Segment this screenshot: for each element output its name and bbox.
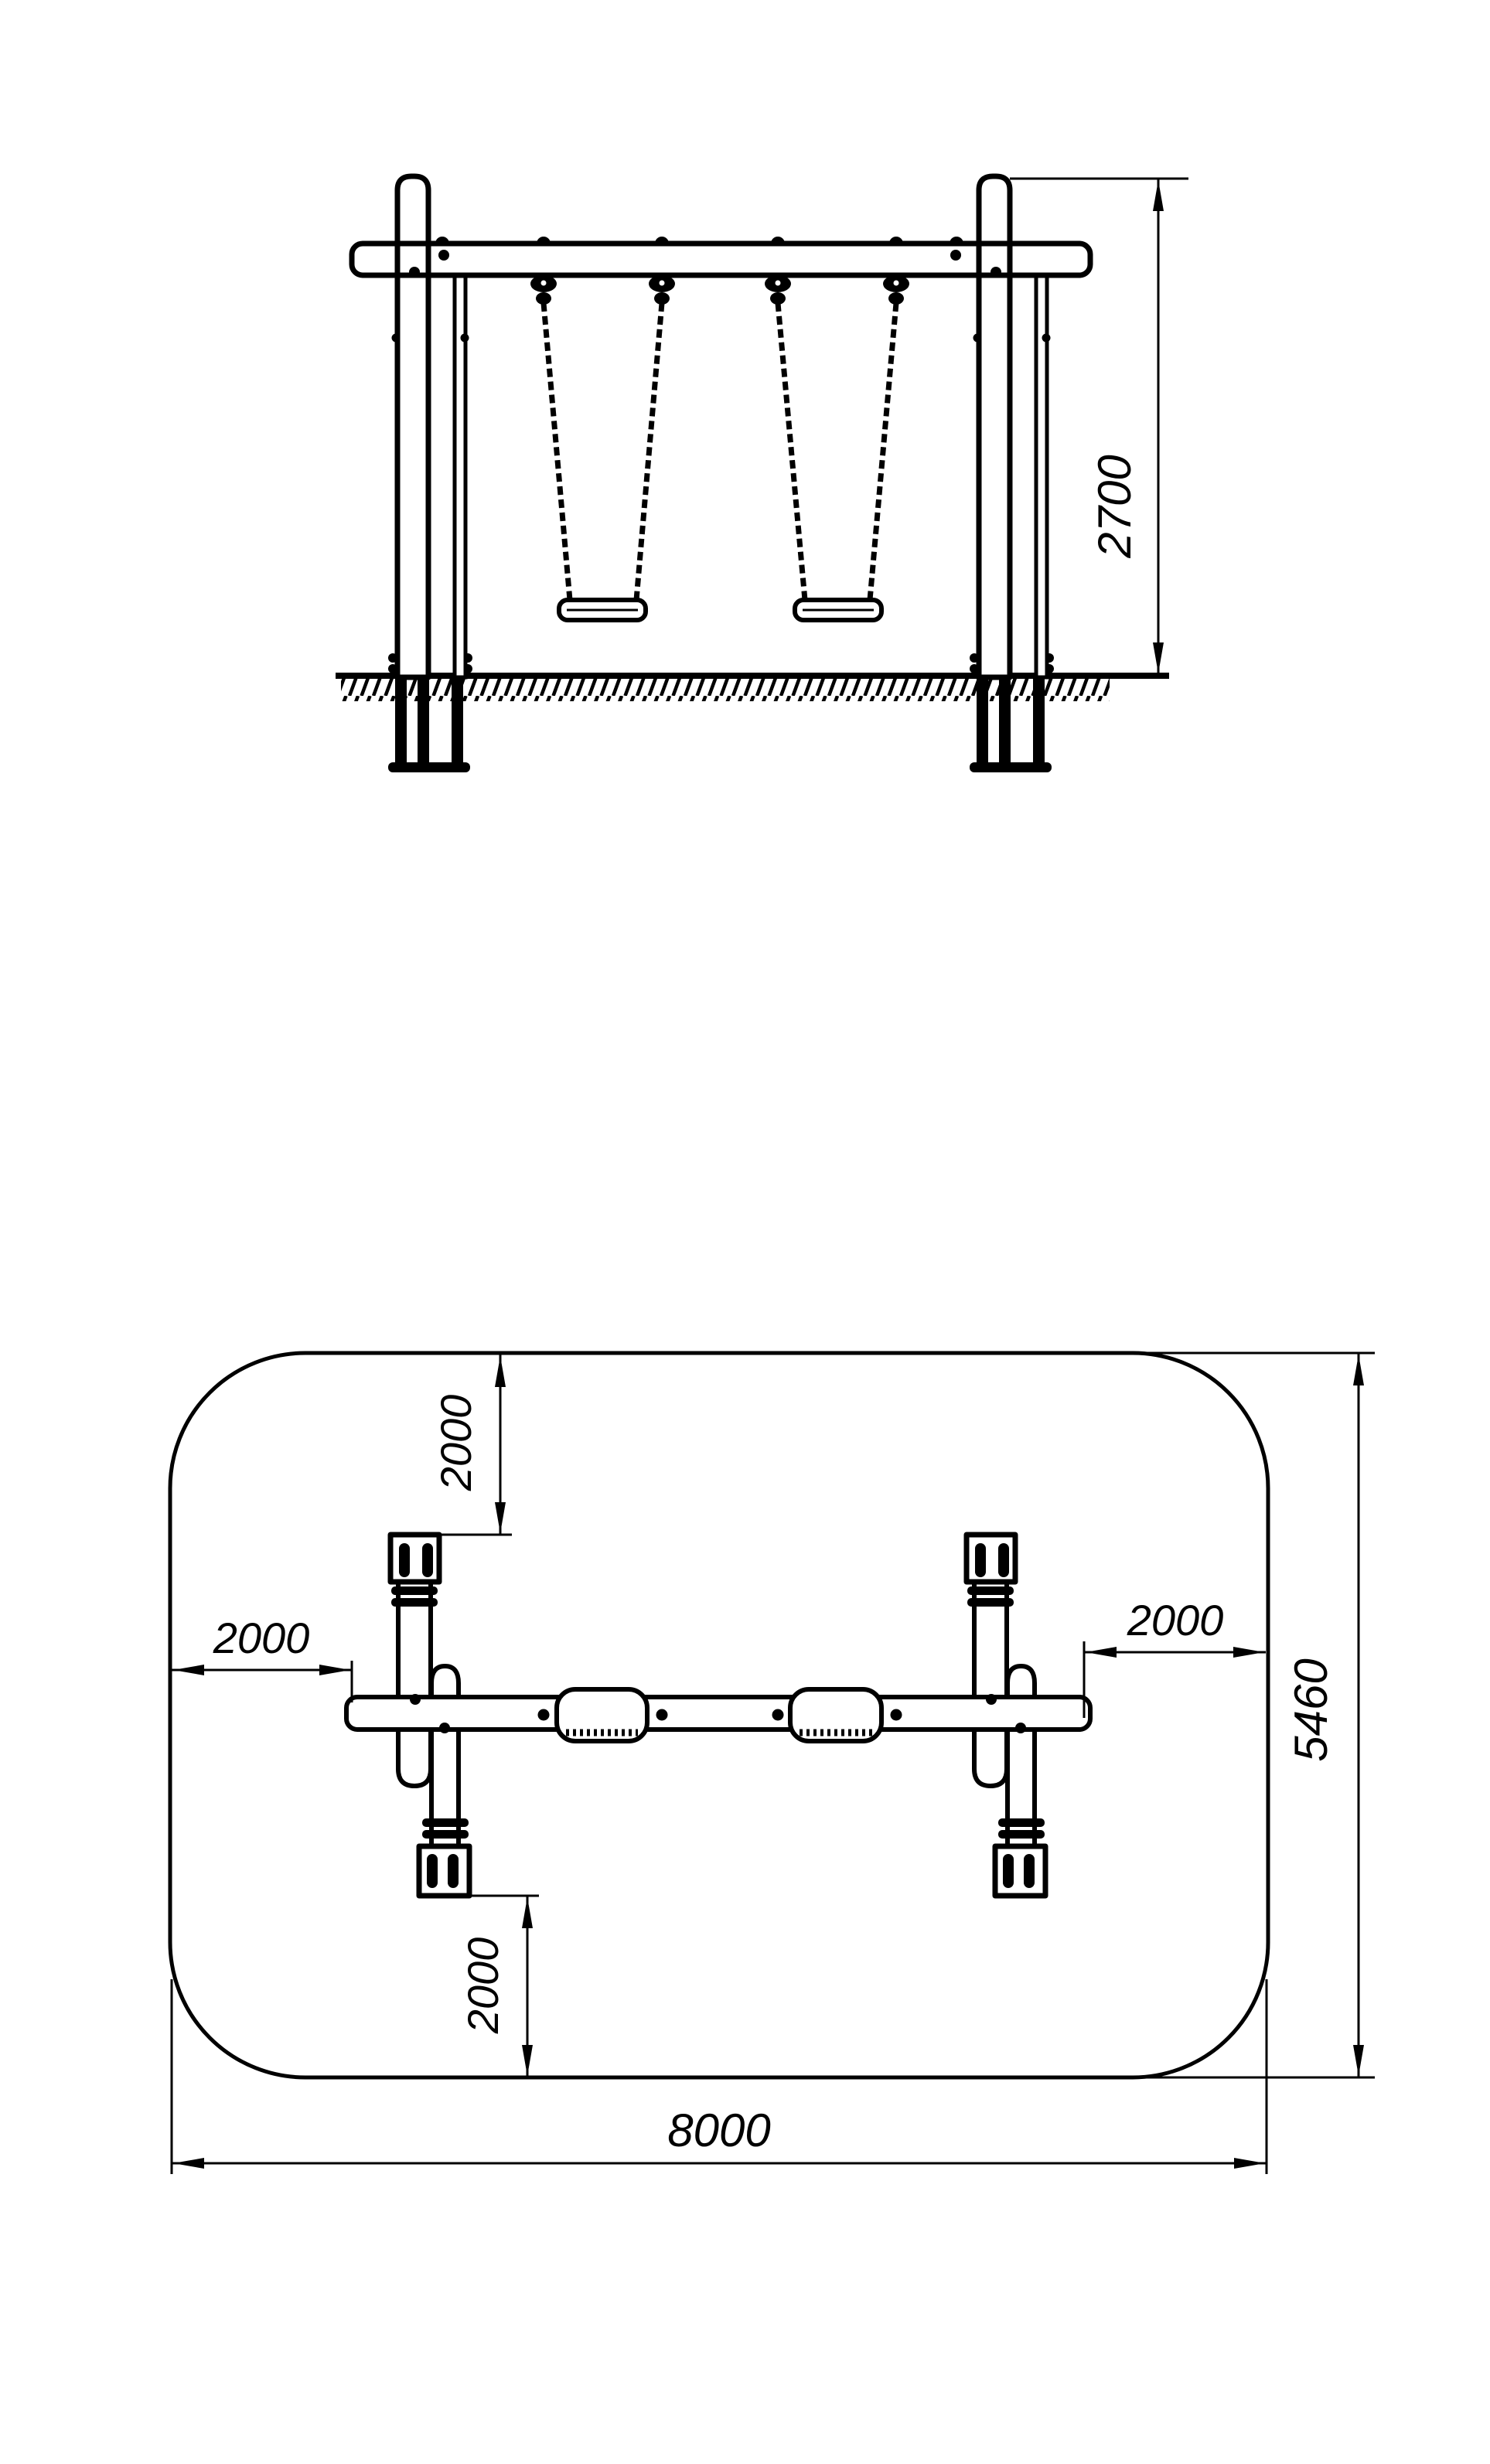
- arrowhead-left: [1086, 1647, 1117, 1658]
- bolt: [950, 250, 961, 261]
- bolt: [439, 1723, 450, 1733]
- bolt: [890, 1709, 902, 1721]
- dimension-value-8000: 8000: [667, 2104, 770, 2156]
- bolt: [950, 237, 963, 244]
- chain-hanger: [765, 275, 791, 305]
- bolt: [537, 1709, 550, 1721]
- bolt: [409, 267, 420, 278]
- bolt: [772, 1709, 784, 1721]
- bolt: [1042, 333, 1051, 343]
- bolt: [655, 237, 669, 244]
- bolt: [435, 237, 449, 244]
- bolt: [537, 237, 551, 244]
- arrowhead-right: [1234, 2158, 1265, 2169]
- arrowhead-up: [522, 1897, 533, 1928]
- bolt: [889, 237, 903, 244]
- dimension-offset-right-2000: 2000: [1083, 1596, 1266, 1718]
- swing-chain: [633, 302, 665, 601]
- arrowhead-right: [1233, 1647, 1264, 1658]
- swing-seat-plan: [554, 1687, 650, 1743]
- arrowhead-left: [173, 1665, 204, 1675]
- arrowhead-down: [522, 2045, 533, 2076]
- swing-seat-plan: [788, 1687, 884, 1743]
- bolt: [391, 333, 401, 343]
- top-beam-plan: [344, 1695, 1093, 1732]
- bolt: [656, 1709, 668, 1721]
- dimension-value-2000: 2000: [1127, 1596, 1224, 1644]
- chain-hanger: [883, 275, 909, 305]
- arrowhead-up: [1153, 180, 1164, 211]
- dimension-height-2700: 2700: [1010, 177, 1188, 674]
- arrowhead-up: [495, 1356, 506, 1387]
- swing-chain: [775, 302, 808, 601]
- bolt: [986, 1694, 997, 1705]
- chain-hanger: [530, 275, 557, 305]
- chain-hanger: [649, 275, 675, 305]
- dimension-zone-width-5460: 5460: [1137, 1351, 1375, 2079]
- left-post-assembly: [397, 176, 465, 677]
- swing-chain: [540, 302, 573, 601]
- arrowhead-left: [173, 2158, 204, 2169]
- top-beam: [349, 240, 1093, 278]
- arrowhead-down: [1153, 642, 1164, 673]
- dimension-zone-length-8000: 8000: [170, 1979, 1268, 2174]
- arrowhead-up: [1353, 1355, 1364, 1385]
- bolt: [460, 333, 469, 343]
- plan-view: 2000 2000 2000 2000: [168, 1351, 1375, 2174]
- right-post-assembly: [979, 176, 1047, 677]
- bolt: [973, 333, 982, 343]
- bolt: [438, 250, 449, 261]
- dimension-value-5460: 5460: [1285, 1658, 1337, 1761]
- front-elevation-view: 2700: [336, 176, 1188, 772]
- bolt: [410, 1694, 421, 1705]
- dimension-value-2700: 2700: [1089, 455, 1141, 558]
- dimension-offset-left-2000: 2000: [172, 1614, 353, 1702]
- dimension-offset-bottom-2000: 2000: [459, 1894, 539, 2077]
- arrowhead-right: [319, 1665, 350, 1675]
- bolt: [990, 267, 1001, 278]
- dimension-value-2000: 2000: [459, 1937, 507, 2035]
- arrowhead-down: [1353, 2045, 1364, 2076]
- bolt: [771, 237, 785, 244]
- dimension-value-2000: 2000: [431, 1395, 480, 1492]
- bolt: [1015, 1723, 1026, 1733]
- swing-chain: [867, 302, 899, 601]
- dimension-offset-top-2000: 2000: [431, 1355, 512, 1536]
- dimension-value-2000: 2000: [213, 1614, 310, 1662]
- arrowhead-down: [495, 1502, 506, 1533]
